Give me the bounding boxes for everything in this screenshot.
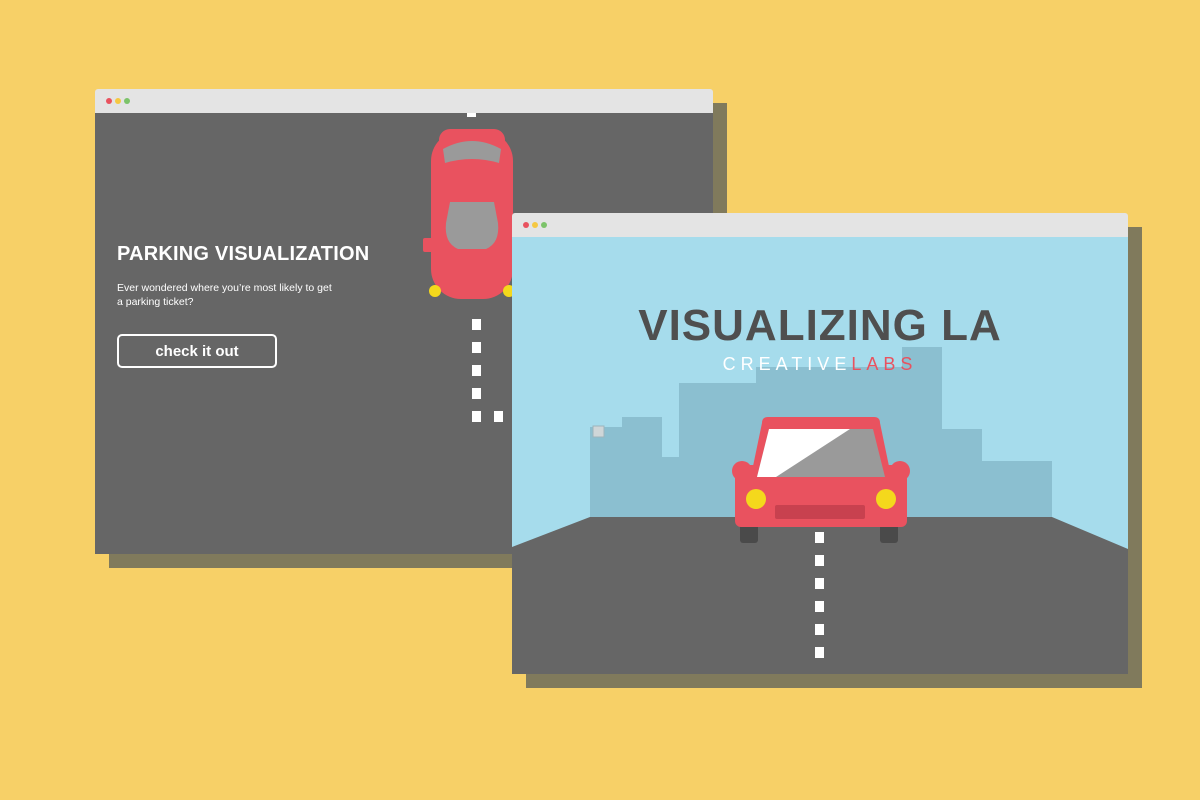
maximize-dot-icon[interactable]	[541, 222, 547, 228]
browser-titlebar	[512, 213, 1128, 237]
road-dash	[472, 365, 481, 376]
road-dash	[815, 578, 824, 589]
maximize-dot-icon[interactable]	[124, 98, 130, 104]
road-dash	[472, 388, 481, 399]
brand-labs: LABS	[851, 354, 918, 374]
road-dash	[494, 411, 503, 422]
road-dash	[472, 411, 481, 422]
minimize-dot-icon[interactable]	[115, 98, 121, 104]
car-top-view-icon	[423, 129, 521, 299]
road-dash	[815, 624, 824, 635]
road-dash	[815, 555, 824, 566]
close-dot-icon[interactable]	[106, 98, 112, 104]
minimize-dot-icon[interactable]	[532, 222, 538, 228]
window-square-icon	[592, 425, 605, 438]
page-title: PARKING VISUALIZATION	[117, 243, 370, 265]
road-dash	[815, 532, 824, 543]
road-dash	[467, 113, 476, 117]
road-dash	[815, 647, 824, 658]
visualizing-la-window: VISUALIZING LA CREATIVELABS	[512, 213, 1128, 674]
road	[512, 517, 1128, 674]
car-front-view-icon	[732, 417, 910, 543]
close-dot-icon[interactable]	[523, 222, 529, 228]
brand-creative: CREATIVE	[722, 354, 852, 374]
page-title: VISUALIZING LA	[638, 301, 1002, 350]
brand-logo: CREATIVELABS	[512, 354, 1128, 375]
road-dash	[815, 601, 824, 612]
page-subtitle: Ever wondered where you’re most likely t…	[117, 282, 332, 308]
road-dash	[472, 319, 481, 330]
browser-titlebar	[95, 89, 713, 113]
road-dash	[472, 342, 481, 353]
visualizing-la-page: VISUALIZING LA CREATIVELABS	[512, 237, 1128, 674]
check-it-out-button[interactable]: check it out	[117, 334, 277, 368]
